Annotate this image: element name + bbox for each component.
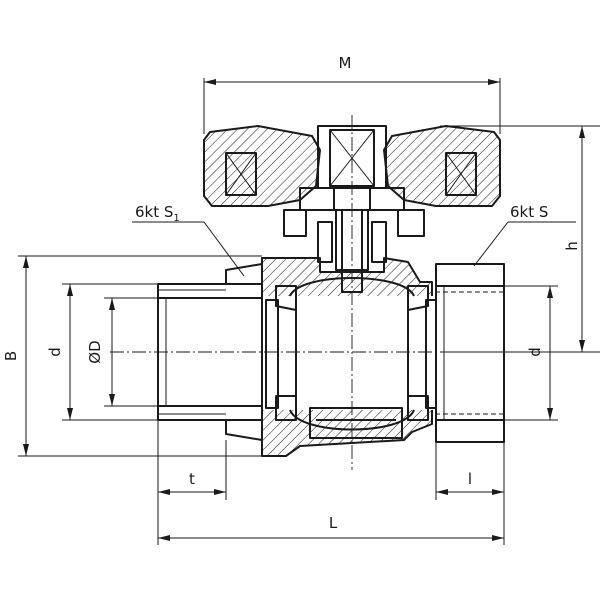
- label-t: t: [189, 470, 195, 488]
- label-wrench-right: 6kt S: [510, 203, 548, 221]
- label-l: l: [468, 470, 472, 488]
- right-threaded-end: [435, 263, 505, 443]
- dimension-M: [203, 78, 501, 134]
- label-wrench-left: 6kt S1: [135, 203, 180, 224]
- label-d-left: d: [46, 347, 64, 357]
- label-M: M: [339, 54, 352, 72]
- label-d-right: d: [526, 347, 544, 357]
- dimension-d-left: [62, 283, 158, 421]
- dimension-phiD: [104, 297, 158, 407]
- dimension-t: [157, 420, 227, 545]
- dimension-h: [440, 125, 600, 353]
- label-L: L: [329, 514, 338, 532]
- label-h: h: [563, 241, 581, 251]
- label-wrench-left-prefix: 6kt S: [135, 203, 173, 221]
- valve-body: [261, 257, 437, 457]
- label-phiD: ØD: [86, 340, 104, 363]
- dimension-d-right: [504, 285, 558, 421]
- label-wrench-left-sub: 1: [173, 213, 179, 224]
- dimension-B: [18, 255, 262, 457]
- dimension-l: [435, 442, 505, 545]
- wrench-leader-right: [473, 221, 576, 267]
- wrench-leader-left: [132, 221, 245, 277]
- label-B: B: [2, 351, 20, 361]
- butterfly-handle: [203, 125, 501, 207]
- valve-stem: [283, 187, 425, 293]
- left-threaded-end: [157, 263, 263, 441]
- dimension-L: [158, 535, 504, 541]
